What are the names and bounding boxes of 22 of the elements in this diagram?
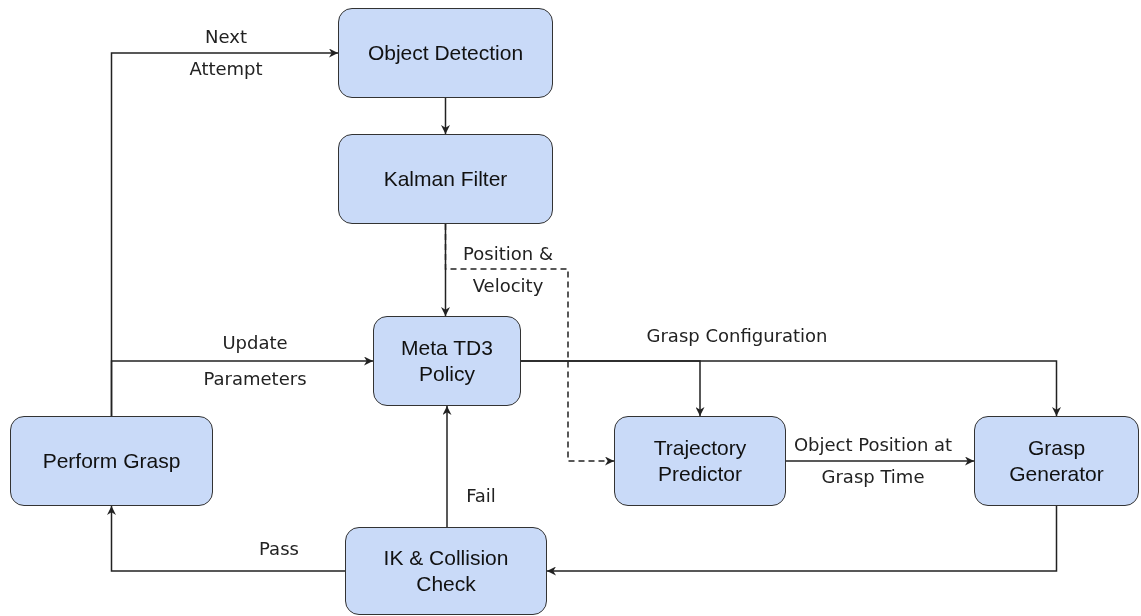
edge-label: Pass — [258, 537, 300, 561]
arrow — [520, 360, 1061, 417]
arrow — [441, 97, 450, 135]
edge-label: Position & Velocity — [462, 242, 554, 298]
arrow — [546, 505, 1058, 576]
process-box: Perform Grasp — [10, 416, 213, 506]
process-box: Kalman Filter — [338, 134, 553, 224]
edge-label: Update Parameters — [202, 331, 308, 391]
arrow — [107, 505, 346, 572]
edge-label: Next Attempt — [188, 25, 264, 81]
process-box: IK & Collision Check — [345, 527, 547, 615]
edge-label: Object Position at Grasp Time — [792, 433, 954, 489]
arrow — [110, 356, 374, 417]
edge-label: Grasp Configuration — [645, 324, 829, 348]
process-box: Meta TD3 Policy — [373, 316, 521, 406]
arrow — [442, 405, 452, 528]
process-box: Grasp Generator — [974, 416, 1139, 506]
arrow — [785, 456, 975, 466]
process-box: Object Detection — [338, 8, 553, 98]
process-box: Trajectory Predictor — [614, 416, 786, 506]
edge-label: Fail — [465, 484, 497, 508]
dashed-arrow — [444, 223, 615, 466]
